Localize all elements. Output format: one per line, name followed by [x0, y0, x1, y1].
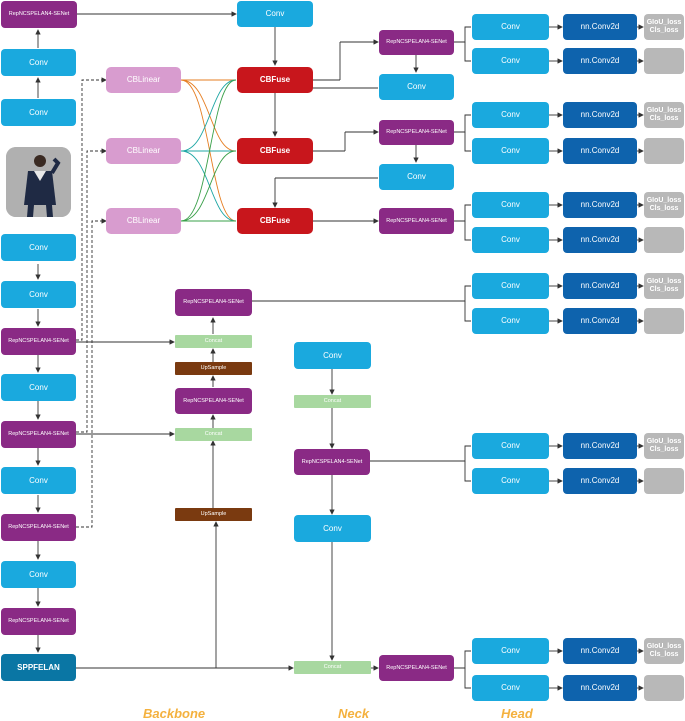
backbone-rep-2: RepNCSPELAN4-SENet — [1, 421, 76, 448]
head5-nnconv-b: nn.Conv2d — [563, 468, 637, 494]
sppfelan-block: SPPFELAN — [1, 654, 76, 681]
head2-conv-b: Conv — [472, 138, 549, 164]
head1-conv-b: Conv — [472, 48, 549, 74]
neck-rep-mid: RepNCSPELAN4-SENet — [175, 388, 252, 414]
head6-conv-b: Conv — [472, 675, 549, 701]
head3-nnconv-a: nn.Conv2d — [563, 192, 637, 218]
backbone-conv-2: Conv — [1, 99, 76, 126]
head3-conv-b: Conv — [472, 227, 549, 253]
neck-concat-1: Concat — [175, 335, 252, 348]
head6-loss-empty — [644, 675, 684, 701]
head6-conv-a: Conv — [472, 638, 549, 664]
cbfuse-3: CBFuse — [237, 208, 313, 234]
neck-conv-top: Conv — [294, 342, 371, 369]
backbone-conv-5: Conv — [1, 374, 76, 401]
person-photo-icon — [6, 147, 71, 217]
backbone-rep-3: RepNCSPELAN4-SENet — [1, 514, 76, 541]
head6-nnconv-a: nn.Conv2d — [563, 638, 637, 664]
head4-loss-empty — [644, 308, 684, 334]
aux-rep-1: RepNCSPELAN4-SENet — [379, 30, 454, 55]
neck-concat-4: Concat — [294, 661, 371, 674]
head4-nnconv-a: nn.Conv2d — [563, 273, 637, 299]
backbone-conv-1: Conv — [1, 49, 76, 76]
cblinear-3: CBLinear — [106, 208, 181, 234]
neck-upsample-1: UpSample — [175, 362, 252, 375]
backbone-rep-1: RepNCSPELAN4-SENet — [1, 328, 76, 355]
head2-nnconv-b: nn.Conv2d — [563, 138, 637, 164]
section-label-head: Head — [501, 706, 533, 721]
section-label-backbone: Backbone — [143, 706, 206, 721]
head5-loss-empty — [644, 468, 684, 494]
head5-conv-a: Conv — [472, 433, 549, 459]
neck-concat-3: Concat — [294, 395, 371, 408]
head2-loss-empty — [644, 138, 684, 164]
head3-conv-a: Conv — [472, 192, 549, 218]
cbfuse-1: CBFuse — [237, 67, 313, 93]
aux-conv-top: Conv — [237, 1, 313, 27]
head5-conv-b: Conv — [472, 468, 549, 494]
aux-rep-2: RepNCSPELAN4-SENet — [379, 120, 454, 145]
neck-upsample-2: UpSample — [175, 508, 252, 521]
neck-concat-2: Concat — [175, 428, 252, 441]
head1-nnconv-a: nn.Conv2d — [563, 14, 637, 40]
head4-conv-a: Conv — [472, 273, 549, 299]
aux-conv-1: Conv — [379, 74, 454, 100]
cblinear-2: CBLinear — [106, 138, 181, 164]
backbone-conv-4: Conv — [1, 281, 76, 308]
backbone-rep-top: RepNCSPELAN4-SENet — [1, 1, 77, 28]
cblinear-1: CBLinear — [106, 67, 181, 93]
head6-nnconv-b: nn.Conv2d — [563, 675, 637, 701]
head3-nnconv-b: nn.Conv2d — [563, 227, 637, 253]
head1-nnconv-b: nn.Conv2d — [563, 48, 637, 74]
head1-loss-empty — [644, 48, 684, 74]
head1-conv-a: Conv — [472, 14, 549, 40]
backbone-conv-6: Conv — [1, 467, 76, 494]
head4-conv-b: Conv — [472, 308, 549, 334]
neck-rep-top: RepNCSPELAN4-SENet — [175, 289, 252, 316]
head2-nnconv-a: nn.Conv2d — [563, 102, 637, 128]
backbone-rep-4: RepNCSPELAN4-SENet — [1, 608, 76, 635]
neck-conv-bottom: Conv — [294, 515, 371, 542]
aux-rep-3: RepNCSPELAN4-SENet — [379, 208, 454, 234]
input-image — [6, 147, 71, 217]
head3-loss-empty — [644, 227, 684, 253]
head4-nnconv-b: nn.Conv2d — [563, 308, 637, 334]
section-label-neck: Neck — [338, 706, 370, 721]
aux-conv-2: Conv — [379, 164, 454, 190]
neck-rep-bottom: RepNCSPELAN4-SENet — [379, 655, 454, 681]
head2-conv-a: Conv — [472, 102, 549, 128]
head5-nnconv-a: nn.Conv2d — [563, 433, 637, 459]
backbone-conv-7: Conv — [1, 561, 76, 588]
cbfuse-2: CBFuse — [237, 138, 313, 164]
neck-rep-right: RepNCSPELAN4-SENet — [294, 449, 370, 475]
backbone-conv-3: Conv — [1, 234, 76, 261]
